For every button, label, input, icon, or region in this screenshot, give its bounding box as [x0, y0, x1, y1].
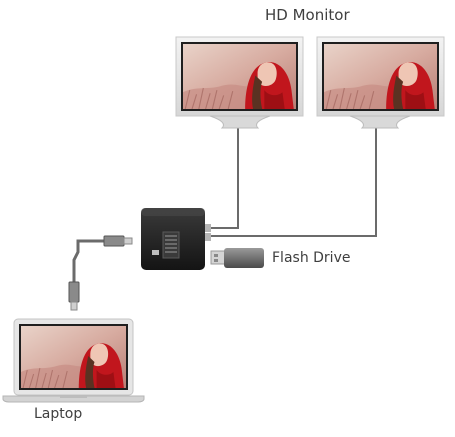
usb-hub-icon [141, 208, 211, 270]
laptop-usb-connector-icon [68, 281, 80, 311]
laptop-icon [2, 318, 145, 403]
monitor-2-icon [316, 36, 445, 129]
hd-monitor-label: HD Monitor [265, 6, 350, 24]
hub-usb-connector-icon [103, 235, 133, 247]
laptop-cable [72, 239, 104, 282]
monitor-1-icon [175, 36, 304, 129]
laptop-label: Laptop [34, 406, 83, 422]
flash-drive-icon [210, 248, 264, 268]
monitor-1-cable [210, 128, 239, 229]
flash-drive-label: Flash Drive [272, 250, 351, 266]
monitor-2-cable [210, 128, 377, 237]
